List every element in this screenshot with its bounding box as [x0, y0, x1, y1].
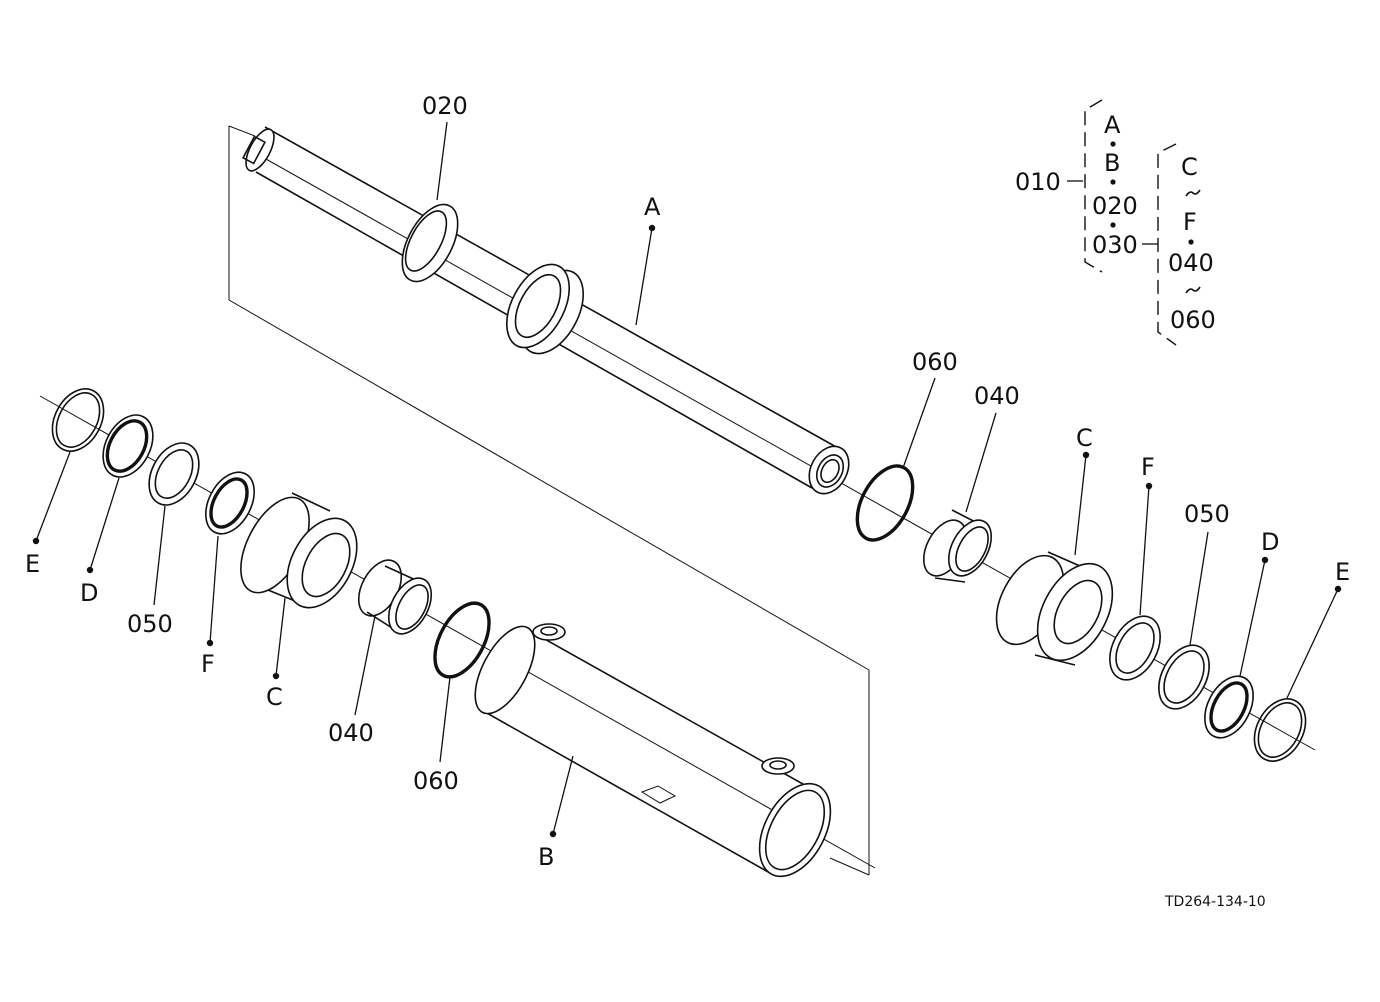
left-seal-stack	[51, 388, 491, 679]
legend-col2-f: F	[1183, 208, 1197, 236]
legend-col1-b: B	[1104, 149, 1120, 177]
assembly-legend: 010 A B 020 030 C F 040 060	[1015, 99, 1216, 346]
label-060-right: 060	[912, 348, 958, 376]
label-d-left: D	[80, 579, 98, 607]
legend-assembly-010: 010	[1015, 168, 1061, 196]
label-e-right: E	[1335, 558, 1350, 586]
label-c-left: C	[266, 683, 283, 711]
label-040-left: 040	[328, 719, 374, 747]
legend-col1-030: 030	[1092, 231, 1138, 259]
label-040-right: 040	[974, 382, 1020, 410]
drawing-code: TD264-134-10	[1164, 894, 1266, 910]
label-020-top: 020	[422, 92, 468, 120]
legend-col1-a: A	[1104, 111, 1121, 139]
part-labels: 020 A 060 040 C F 050 D E E D 050 F C 04…	[25, 92, 1350, 871]
right-seal-stack	[855, 464, 1307, 762]
label-060-left: 060	[413, 767, 459, 795]
label-f-right: F	[1141, 453, 1155, 481]
label-050-right: 050	[1184, 500, 1230, 528]
legend-col2-040: 040	[1168, 249, 1214, 277]
label-d-right: D	[1261, 528, 1279, 556]
label-a-rod: A	[644, 193, 661, 221]
legend-col1-020: 020	[1092, 192, 1138, 220]
label-f-left: F	[201, 650, 215, 678]
cylinder-tube	[474, 623, 832, 878]
legend-col2-060: 060	[1170, 306, 1216, 334]
leader-lines	[32, 121, 1342, 838]
legend-col2-c: C	[1181, 153, 1198, 181]
piston-rod	[241, 126, 850, 495]
frame-lines	[228, 125, 870, 876]
label-c-right: C	[1076, 424, 1093, 452]
label-050-left: 050	[127, 610, 173, 638]
label-b-tube: B	[538, 843, 554, 871]
label-e-left: E	[25, 550, 40, 578]
